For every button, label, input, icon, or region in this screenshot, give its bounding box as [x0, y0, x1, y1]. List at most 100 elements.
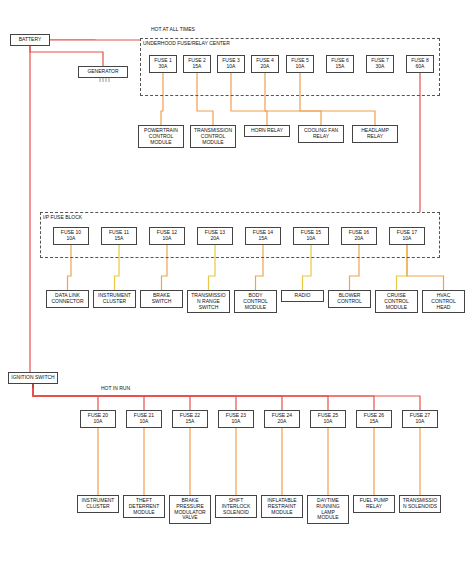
wire: [161, 73, 163, 126]
node-label: FUEL PUMP RELAY: [356, 498, 392, 510]
wire: [33, 384, 190, 410]
wire: [50, 39, 140, 40]
wire: [235, 428, 236, 496]
wire: [33, 384, 98, 410]
symbols: [33, 74, 109, 388]
node-label: BLOWER CONTROL: [331, 293, 368, 305]
component-box: FUSE 20 10A: [80, 410, 116, 428]
wire: [30, 46, 103, 66]
node-label: FUSE 22 15A: [175, 413, 205, 425]
wire: [33, 384, 282, 410]
node-label: INFLATABLE RESTRAINT MODULE: [264, 498, 300, 515]
wire: [97, 428, 98, 496]
wire: [189, 428, 190, 496]
component-box: TRANSMISSION RANGE SWITCH: [187, 290, 230, 313]
fuse-box: FUSE 1 30A: [149, 55, 177, 73]
node-label: BRAKE PRESSURE MODULATOR VALVE: [172, 498, 208, 521]
component-box: FUSE 24 20A: [264, 410, 300, 428]
wire: [29, 46, 30, 372]
wire: [327, 428, 328, 496]
node-label: FUSE 4 20A: [254, 58, 276, 70]
component-box: HORN RELAY: [244, 125, 290, 137]
component-box: TRANSMISSION SOLENOIDS: [399, 495, 441, 513]
component-box: IGNITION SWITCH: [8, 372, 58, 384]
node-label: FUSE 25 10A: [313, 413, 343, 425]
wire: [256, 245, 264, 291]
component-box: INSTRUMENT CLUSTER: [93, 290, 136, 308]
node-label: FUSE 14 15A: [248, 230, 278, 242]
fuse-box: FUSE 3 10A: [217, 55, 245, 73]
wire: [68, 245, 72, 291]
node-label: FUSE 15 10A: [296, 230, 326, 242]
node-label: FUSE 27 10A: [405, 413, 435, 425]
node-label: TRANSMISSION RANGE SWITCH: [190, 293, 227, 310]
wire: [265, 73, 321, 126]
fuse-box: FUSE 15 10A: [293, 227, 329, 245]
wire: [419, 73, 420, 213]
fuse-box: FUSE 13 20A: [197, 227, 233, 245]
fuse-box: FUSE 14 15A: [245, 227, 281, 245]
wire: [231, 73, 267, 126]
fuse-box: FUSE 11 15A: [101, 227, 137, 245]
node-label: FUSE 21 10A: [129, 413, 159, 425]
node-label: FUSE 2 15A: [186, 58, 208, 70]
component-box: COOLING FAN RELAY: [298, 125, 344, 143]
fuse-box: FUSE 6 15A: [326, 55, 354, 73]
node-label: CRUISE CONTROL MODULE: [378, 293, 415, 310]
wire: [143, 428, 144, 496]
fuse-block: I/P FUSE BLOCKFUSE 10 10AFUSE 11 15AFUSE…: [40, 212, 440, 258]
node-label: FUSE 20 10A: [83, 413, 113, 425]
node-label: FUSE 13 20A: [200, 230, 230, 242]
component-box: BRAKE SWITCH: [140, 290, 183, 308]
wire: [197, 73, 213, 126]
node-label: HVAC CONTROL HEAD: [425, 293, 462, 310]
fuse-box: FUSE 10 10A: [53, 227, 89, 245]
fuse-block: UNDERHOOD FUSE/RELAY CENTER FUSE 1 30A FUS…: [140, 38, 440, 96]
node-label: INSTRUMENT CLUSTER: [80, 498, 116, 510]
node-label: FUSE 3 10A: [220, 58, 242, 70]
component-box: THEFT DETERRENT MODULE: [123, 495, 165, 518]
node-label: TRANSMISSION CONTROL MODULE: [193, 128, 233, 145]
node-label: GENERATOR: [81, 69, 125, 75]
wire: [350, 245, 360, 291]
node-label: FUSE 11 15A: [104, 230, 134, 242]
component-box: FUSE 21 10A: [126, 410, 162, 428]
node-label: FUSE 17 10A: [392, 230, 422, 242]
wire: [33, 384, 236, 410]
node-label: BATTERY: [13, 37, 47, 43]
wire: [209, 245, 216, 291]
fuse-box: FUSE 17 10A: [389, 227, 425, 245]
fuse-box: FUSE 4 20A: [251, 55, 279, 73]
node-label: FUSE 6 15A: [329, 58, 351, 70]
component-box: FUSE 26 15A: [356, 410, 392, 428]
component-box: GENERATOR: [78, 66, 128, 78]
component-box: INSTRUMENT CLUSTER: [77, 495, 119, 513]
node-label: DAYTIME RUNNING LAMP MODULE: [310, 498, 346, 521]
wire: [33, 384, 374, 410]
component-box: BRAKE PRESSURE MODULATOR VALVE: [169, 495, 211, 524]
component-box: TRANSMISSION CONTROL MODULE: [190, 125, 236, 148]
wire: [300, 73, 375, 126]
component-box: CRUISE CONTROL MODULE: [375, 290, 418, 313]
wire: [162, 245, 168, 291]
component-box: BATTERY: [10, 34, 50, 46]
component-box: DATA LINK CONNECTOR: [46, 290, 89, 308]
node-label: FUSE 8 60A: [409, 58, 431, 70]
node-label: HORN RELAY: [247, 128, 287, 134]
wire: [303, 245, 312, 291]
component-box: SHIFT INTERLOCK SOLENOID: [215, 495, 257, 518]
component-box: FUSE 27 10A: [402, 410, 438, 428]
component-box: POWERTRAIN CONTROL MODULE: [138, 125, 184, 148]
wire: [33, 384, 420, 410]
component-box: FUSE 23 10A: [218, 410, 254, 428]
node-label: COOLING FAN RELAY: [301, 128, 341, 140]
node-label: UNDERHOOD FUSE/RELAY CENTER: [143, 41, 437, 47]
fuse-box: FUSE 7 30A: [366, 55, 394, 73]
component-box: RADIO: [281, 290, 324, 302]
node-label: FUSE 16 20A: [344, 230, 374, 242]
fuse-box: FUSE 2 15A: [183, 55, 211, 73]
wire: [407, 245, 444, 291]
node-label: FUSE 1 30A: [152, 58, 174, 70]
node-label: POWERTRAIN CONTROL MODULE: [141, 128, 181, 145]
